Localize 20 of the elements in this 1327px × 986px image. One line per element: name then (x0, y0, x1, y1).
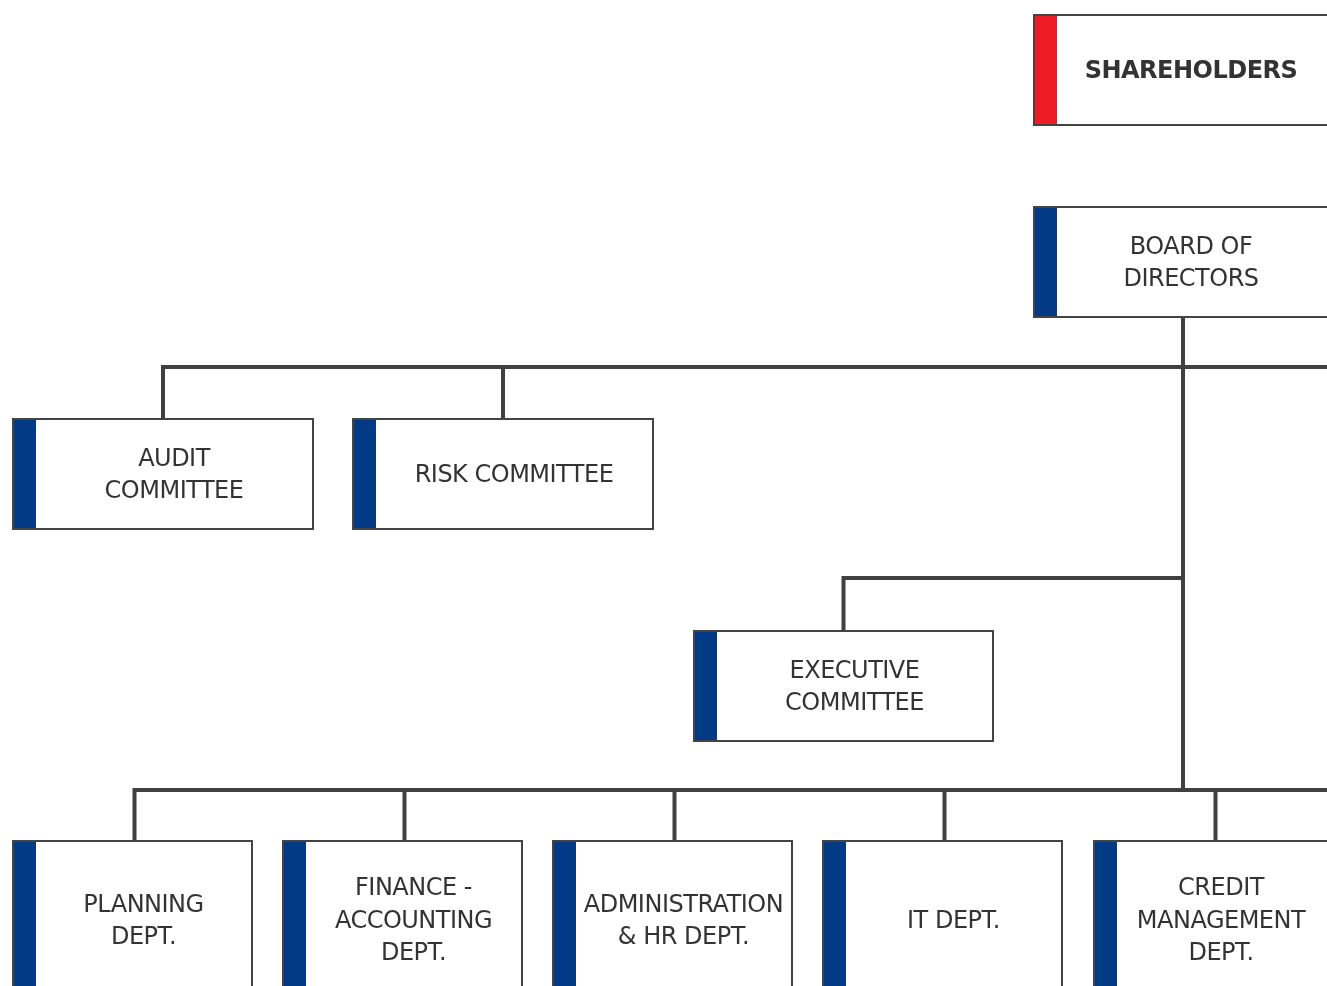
department-box (693, 630, 994, 742)
box-label: RISK COMMITTEE (414, 458, 614, 490)
department-box (822, 840, 1063, 986)
department-box (1093, 840, 1327, 986)
department-box (282, 840, 523, 986)
department-box (552, 840, 793, 986)
box-label: ADMINISTRATION & HR DEPT. (582, 888, 785, 952)
box-label: BOARD OF DIRECTORS (1122, 230, 1260, 294)
department-box (12, 418, 314, 530)
box-label: AUDIT COMMITTEE (103, 442, 245, 506)
department-box (352, 418, 654, 530)
box-label: CREDIT MANAGEMENT DEPT. (1135, 872, 1307, 969)
box-label: EXECUTIVE COMMITTEE (784, 654, 925, 718)
org-box (1033, 206, 1327, 318)
box-label: SHAREHOLDERS (1084, 54, 1298, 86)
org-box (1033, 14, 1327, 126)
department-box (12, 840, 253, 986)
box-label: FINANCE - ACCOUNTING DEPT. (333, 872, 494, 969)
box-label: PLANNING DEPT. (82, 888, 205, 952)
box-label: IT DEPT. (907, 904, 1000, 936)
